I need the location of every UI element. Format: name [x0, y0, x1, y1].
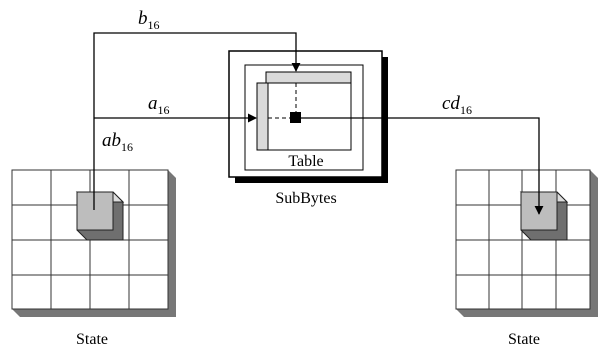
connectors [93, 32, 544, 215]
label-state-left: State [76, 331, 108, 348]
label-table: Table [288, 153, 323, 170]
lookup-table [244, 64, 364, 171]
b16-arrow [93, 32, 301, 192]
table-lookup-cell [290, 112, 301, 123]
label-b16: b16 [138, 8, 160, 32]
state-matrix-left [11, 169, 176, 317]
table-left-strip [256, 82, 269, 151]
subbytes-box [228, 50, 388, 183]
cd16-arrow [301, 117, 544, 215]
label-subbytes: SubBytes [275, 190, 336, 207]
selected-byte-right [519, 191, 569, 241]
label-a16: a16 [148, 93, 170, 117]
table-top-strip [265, 71, 352, 84]
selected-byte-left [75, 191, 125, 241]
state-matrix-right [455, 169, 598, 317]
table-grid-area [267, 82, 352, 151]
label-cd16: cd16 [442, 93, 472, 117]
label-ab16: ab16 [102, 130, 133, 154]
label-state-right: State [508, 331, 540, 348]
